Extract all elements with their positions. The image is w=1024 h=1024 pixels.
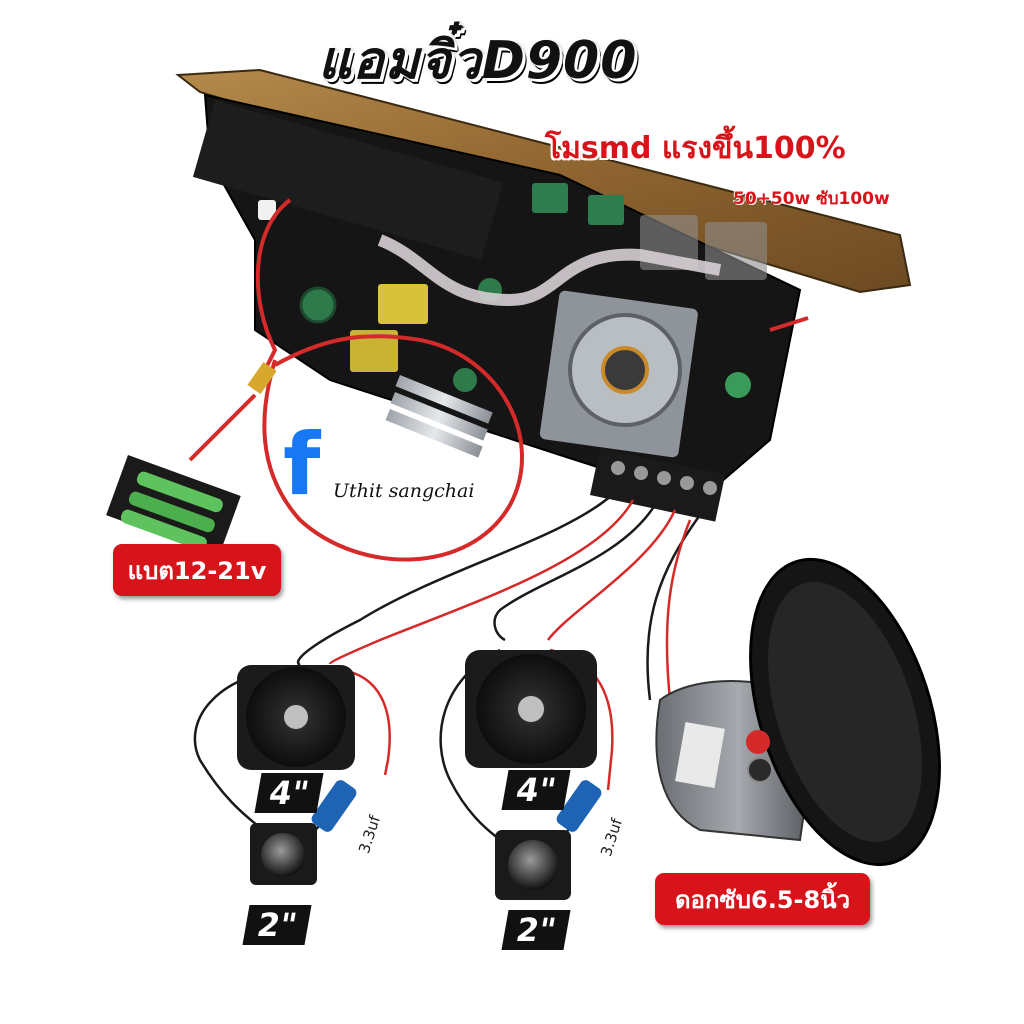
power-connector (247, 361, 277, 395)
subwoofer-label: ดอกซับ6.5-8นิ้ว (655, 873, 870, 925)
transformer-1 (378, 284, 428, 324)
right-tweeter (495, 830, 571, 900)
right-tweeter-size-tag: 2" (501, 910, 571, 950)
capacitor-1 (299, 286, 337, 324)
left-mid-size-tag: 4" (254, 773, 324, 813)
ribbon-cable (377, 234, 722, 307)
fan-hub (601, 346, 649, 394)
fin-heatsink (385, 374, 493, 458)
facebook-icon: f (283, 415, 321, 515)
right-capacitor (556, 780, 602, 832)
terminal-block (590, 448, 726, 522)
right-mid-size-tag: 4" (501, 770, 571, 810)
control-board (192, 100, 504, 260)
left-midrange-speaker (237, 665, 355, 770)
relay-2 (588, 195, 624, 225)
transformer-2 (350, 330, 398, 372)
white-connector (258, 200, 276, 220)
subwoofer (655, 557, 941, 867)
battery-pack (106, 455, 241, 557)
left-tweeter-size-tag: 2" (242, 905, 312, 945)
power-spec: 50+50w ซับ100w (733, 189, 890, 209)
battery-label: แบต12-21v (113, 544, 281, 596)
left-capacitor (311, 780, 357, 832)
amp-output-red-wire (769, 316, 809, 332)
power-wire-red (253, 198, 292, 391)
amplifier-board (175, 68, 912, 522)
power-loop-red (262, 334, 524, 562)
capacitor-3 (453, 368, 477, 392)
relay-1 (532, 183, 568, 213)
page-title: แอมจิ๋วD900 (318, 31, 638, 91)
upgrade-subtitle: โมsmd แรงขึ้น100% (545, 131, 846, 166)
facebook-name: Uthit sangchai (333, 480, 475, 502)
left-tweeter (250, 823, 317, 885)
right-midrange-speaker (465, 650, 597, 768)
capacitor-4 (725, 372, 751, 398)
battery-wire (188, 393, 257, 462)
